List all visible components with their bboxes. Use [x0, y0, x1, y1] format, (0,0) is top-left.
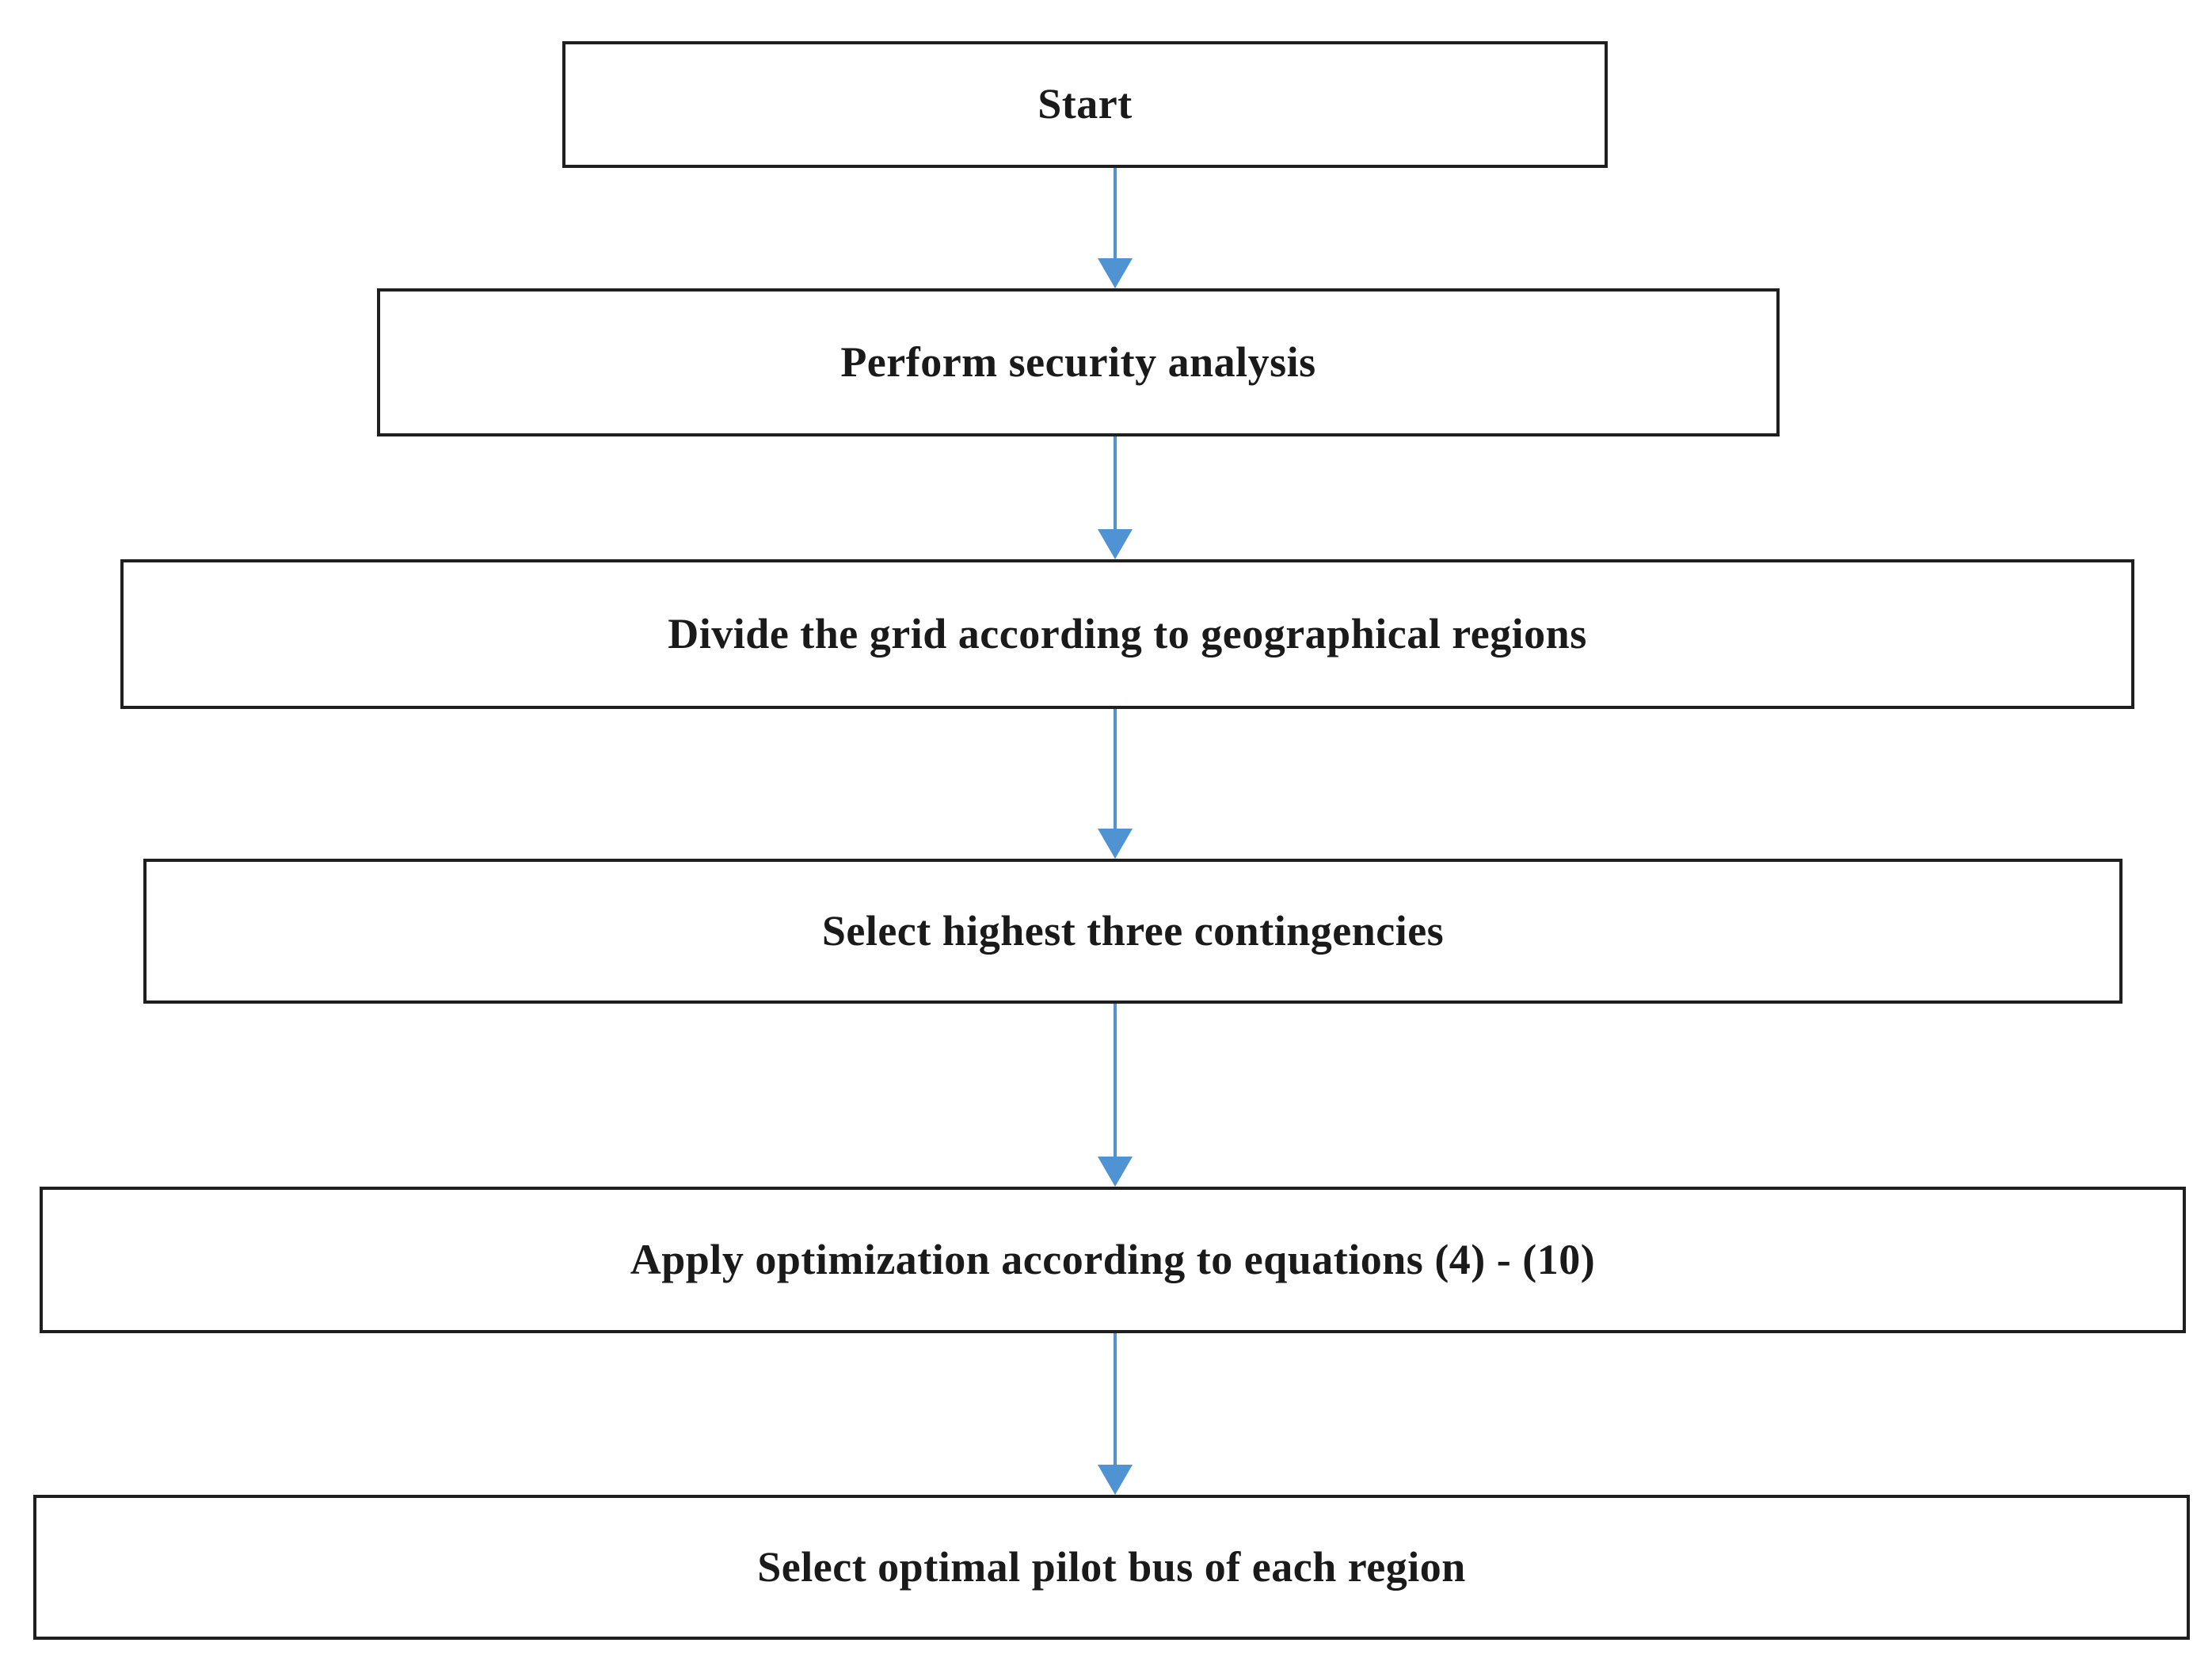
flow-step-security-analysis: Perform security analysis [377, 288, 1780, 436]
flow-arrow-4 [1098, 1333, 1133, 1495]
flow-step-start: Start [562, 41, 1608, 168]
arrow-down-icon [1098, 529, 1133, 559]
flow-arrow-0 [1098, 168, 1133, 288]
flow-step-divide-grid: Divide the grid according to geographica… [120, 559, 2134, 709]
arrow-shaft [1114, 168, 1117, 258]
arrow-shaft [1114, 1004, 1117, 1157]
arrow-down-icon [1098, 829, 1133, 859]
arrow-down-icon [1098, 258, 1133, 288]
flow-step-apply-optimization: Apply optimization according to equation… [40, 1187, 2186, 1333]
flow-arrow-2 [1098, 709, 1133, 859]
flow-step-label: Select highest three contingencies [821, 906, 1445, 955]
flow-step-select-contingencies: Select highest three contingencies [143, 859, 2123, 1004]
arrow-shaft [1114, 1333, 1117, 1465]
flow-step-label: Divide the grid according to geographica… [668, 609, 1587, 657]
flow-arrow-3 [1098, 1004, 1133, 1187]
arrow-shaft [1114, 709, 1117, 829]
flow-step-label: Select optimal pilot bus of each region [757, 1542, 1466, 1591]
arrow-down-icon [1098, 1157, 1133, 1187]
flow-step-select-pilot-bus: Select optimal pilot bus of each region [33, 1495, 2190, 1640]
arrow-shaft [1114, 436, 1117, 529]
flow-arrow-1 [1098, 436, 1133, 559]
arrow-down-icon [1098, 1465, 1133, 1495]
flow-step-label: Start [1037, 80, 1133, 128]
flow-step-label: Apply optimization according to equation… [630, 1235, 1596, 1283]
flow-step-label: Perform security analysis [840, 337, 1316, 386]
